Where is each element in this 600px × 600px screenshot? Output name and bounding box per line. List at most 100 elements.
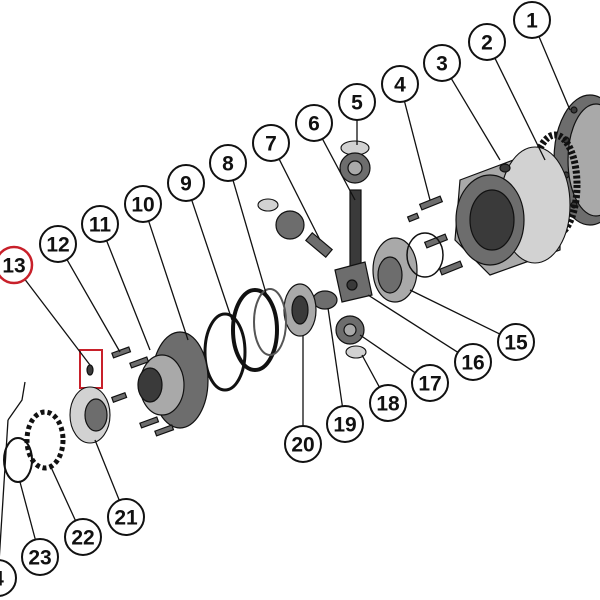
callout-circle-8 <box>209 144 247 182</box>
part-9-ring[interactable] <box>203 312 247 392</box>
callout-circle-24 <box>0 559 17 597</box>
leader-line-18 <box>361 354 380 388</box>
part-22-snap-ring[interactable] <box>24 409 66 471</box>
leader-line-15 <box>409 289 501 335</box>
callout-circle-20 <box>284 425 322 463</box>
callout-12[interactable]: 12 <box>39 225 77 263</box>
part-24-wire-spring[interactable] <box>7 381 26 421</box>
callout-6[interactable]: 6 <box>295 104 333 142</box>
callout-22[interactable]: 22 <box>64 518 102 556</box>
part-16-collar[interactable] <box>334 261 373 303</box>
part-23-clip[interactable] <box>3 437 33 483</box>
callout-7[interactable]: 7 <box>252 124 290 162</box>
callout-9[interactable]: 9 <box>167 164 205 202</box>
leader-line-1 <box>538 36 571 111</box>
part-5-spider-gear[interactable] <box>339 140 371 184</box>
callout-4[interactable]: 4 <box>381 65 419 103</box>
callout-number-24: 4 <box>0 568 4 591</box>
callout-23[interactable]: 23 <box>21 538 59 576</box>
callout-number-3: 3 <box>436 53 448 76</box>
callout-13[interactable]: 13 <box>0 245 34 285</box>
callout-number-20: 20 <box>291 434 314 457</box>
leader-line-12 <box>66 259 121 353</box>
callout-20[interactable]: 20 <box>284 425 322 463</box>
leader-line-23 <box>19 481 36 540</box>
callout-number-6: 6 <box>308 113 320 136</box>
callout-16[interactable]: 16 <box>454 343 492 381</box>
callout-number-4: 4 <box>394 74 406 97</box>
callout-17[interactable]: 17 <box>411 364 449 402</box>
part-8-spring-cage[interactable] <box>231 288 287 372</box>
callout-circle-16 <box>454 343 492 381</box>
part-6-cross-shaft[interactable] <box>349 189 362 276</box>
leader-line-7 <box>278 158 321 241</box>
callout-1[interactable]: 1 <box>513 1 551 39</box>
leader-line-19 <box>327 307 344 407</box>
part-17-spider-gear[interactable] <box>335 315 365 345</box>
callout-number-16: 16 <box>461 352 484 375</box>
callout-circle-6 <box>295 104 333 142</box>
leader-line-2 <box>494 57 546 161</box>
callout-number-13: 13 <box>2 255 25 278</box>
callout-number-5: 5 <box>351 92 363 115</box>
leader-line-8 <box>232 180 269 301</box>
leader-line-22 <box>49 464 77 521</box>
leader-line-3 <box>450 78 501 161</box>
callout-15[interactable]: 15 <box>497 323 535 361</box>
callout-number-19: 19 <box>333 414 356 437</box>
callout-number-12: 12 <box>46 234 69 257</box>
callout-circle-11 <box>81 205 119 243</box>
callout-circle-10 <box>124 185 162 223</box>
part-20-clutch-gear[interactable] <box>283 283 317 337</box>
leader-line-6 <box>321 138 356 201</box>
callout-circle-13 <box>0 245 34 285</box>
callout-circle-19 <box>326 405 364 443</box>
callout-number-11: 11 <box>89 214 112 237</box>
callout-circle-21 <box>107 498 145 536</box>
callout-8[interactable]: 8 <box>209 144 247 182</box>
leader-line-24 <box>0 419 9 557</box>
leader-line-16 <box>367 294 459 353</box>
callout-circle-18 <box>369 384 407 422</box>
callout-circle-15 <box>497 323 535 361</box>
callout-10[interactable]: 10 <box>124 185 162 223</box>
callout-circle-12 <box>39 225 77 263</box>
callout-circle-22 <box>64 518 102 556</box>
part-10-11-hub[interactable] <box>137 331 209 429</box>
callout-11[interactable]: 11 <box>81 205 119 243</box>
callout-circle-5 <box>338 83 376 121</box>
part-4-pins[interactable] <box>406 195 464 276</box>
callout-number-15: 15 <box>504 332 528 355</box>
callout-5[interactable]: 5 <box>338 83 376 121</box>
callout-number-7: 7 <box>265 133 277 156</box>
part-21-bearing[interactable] <box>69 386 111 444</box>
callout-number-9: 9 <box>180 173 192 196</box>
leader-line-11 <box>106 240 151 351</box>
callout-number-21: 21 <box>114 507 138 530</box>
leader-lines <box>0 36 571 557</box>
part-3-case-housing[interactable] <box>454 146 571 276</box>
callout-24[interactable]: 4 <box>0 559 17 597</box>
callout-19[interactable]: 19 <box>326 405 364 443</box>
part-12-bolts[interactable] <box>110 346 175 437</box>
part-7-pin[interactable] <box>257 198 334 259</box>
part-19-coupling[interactable] <box>312 290 338 310</box>
callout-21[interactable]: 21 <box>107 498 145 536</box>
part-15-side-gear[interactable] <box>372 232 444 303</box>
callout-number-23: 23 <box>28 547 51 570</box>
callout-number-22: 22 <box>71 527 94 550</box>
callout-circle-17 <box>411 364 449 402</box>
part-18-washer[interactable] <box>345 345 367 359</box>
callout-number-8: 8 <box>222 153 234 176</box>
callout-number-10: 10 <box>131 194 154 217</box>
callout-3[interactable]: 3 <box>423 44 461 82</box>
callout-number-17: 17 <box>418 373 441 396</box>
callout-circle-23 <box>21 538 59 576</box>
callout-circle-2 <box>468 23 506 61</box>
parts-layer <box>3 94 600 483</box>
callout-18[interactable]: 18 <box>369 384 407 422</box>
callout-2[interactable]: 2 <box>468 23 506 61</box>
callout-number-18: 18 <box>376 393 400 416</box>
callout-circle-4 <box>381 65 419 103</box>
